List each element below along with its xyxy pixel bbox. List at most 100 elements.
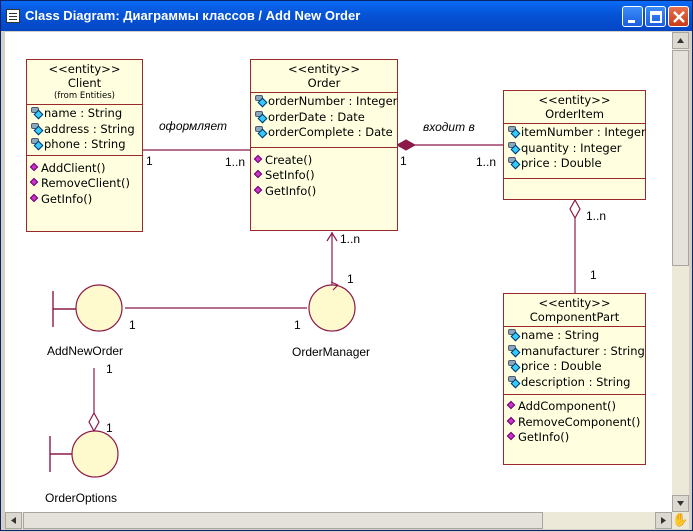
operation-icon <box>29 177 40 188</box>
stereotype: <<entity>> <box>48 62 121 76</box>
attribute[interactable]: name : String <box>504 328 645 344</box>
private-attribute-icon <box>30 107 44 120</box>
attributes-section: name : String manufacturer : String pric… <box>504 327 645 395</box>
attribute[interactable]: name : String <box>27 106 142 122</box>
vertical-scrollbar[interactable] <box>672 32 689 512</box>
arrowhead-icon <box>326 231 338 242</box>
assoc-label-order-orderitem: входит в <box>423 120 475 134</box>
horizontal-scrollbar[interactable] <box>5 512 672 529</box>
attribute[interactable]: quantity : Integer <box>504 141 645 157</box>
private-attribute-icon <box>507 329 521 342</box>
class-name: Order <box>307 76 341 90</box>
attribute[interactable]: orderComplete : Date <box>251 125 397 141</box>
object-name-addneworder[interactable]: AddNewOrder <box>47 344 124 358</box>
operation[interactable]: Create() <box>251 153 397 169</box>
private-attribute-icon <box>30 138 44 151</box>
operation-icon <box>506 400 517 411</box>
multiplicity-componentpart: 1 <box>590 268 597 282</box>
private-attribute-icon <box>507 344 521 357</box>
attributes-section: name : String address : String phone : S… <box>27 105 142 156</box>
window-title: Class Diagram: Диаграммы классов / Add N… <box>25 8 361 23</box>
operations-section: AddComponent() RemoveComponent() GetInfo… <box>504 395 645 448</box>
stereotype: <<entity>> <box>538 296 611 310</box>
class-componentpart[interactable]: <<entity>> ComponentPart name : String m… <box>503 293 646 465</box>
operation[interactable]: RemoveClient() <box>27 176 142 192</box>
attribute[interactable]: address : String <box>27 122 142 138</box>
multiplicity-addneworder: 1 <box>129 318 136 332</box>
addneworder-boundary-icon[interactable] <box>52 284 123 332</box>
class-name: OrderItem <box>545 107 604 121</box>
assoc-label-client-order: оформляет <box>159 119 227 133</box>
private-attribute-icon <box>507 157 521 170</box>
private-attribute-icon <box>254 95 268 108</box>
object-name-orderoptions[interactable]: OrderOptions <box>45 491 118 505</box>
horizontal-scroll-thumb[interactable] <box>23 512 543 529</box>
operation[interactable]: GetInfo() <box>504 430 645 446</box>
scroll-right-button[interactable] <box>655 512 672 529</box>
hand-pan-icon[interactable]: ✋ <box>672 512 689 529</box>
class-header: <<entity>> Client (from Entities) <box>27 60 142 105</box>
operation[interactable]: GetInfo() <box>251 184 397 200</box>
attribute[interactable]: description : String <box>504 375 645 391</box>
scroll-up-button[interactable] <box>672 32 689 49</box>
operation[interactable]: GetInfo() <box>27 192 142 208</box>
composition-diamond <box>395 139 417 151</box>
aggregation-diamond <box>569 198 581 220</box>
stereotype: <<entity>> <box>288 62 360 76</box>
operation-icon <box>253 185 264 196</box>
class-header: <<entity>> Order <box>251 60 397 93</box>
operation[interactable]: SetInfo() <box>251 168 397 184</box>
minimize-button[interactable] <box>622 6 643 27</box>
attribute[interactable]: manufacturer : String <box>504 344 645 360</box>
stereotype: <<entity>> <box>538 93 611 107</box>
class-name: Client <box>67 76 102 90</box>
attribute[interactable]: price : Double <box>504 156 645 172</box>
multiplicity-ordermanager: 1 <box>294 318 301 332</box>
operations-section: Create() SetInfo() GetInfo() <box>251 148 397 202</box>
multiplicity-ordermanager-link: 1 <box>347 272 354 286</box>
multiplicity-orderitem: 1..n <box>476 155 497 169</box>
private-attribute-icon <box>254 126 268 139</box>
operation[interactable]: AddClient() <box>27 161 142 177</box>
attributes-section: orderNumber : Integer orderDate : Date o… <box>251 93 397 148</box>
scroll-left-button[interactable] <box>5 512 22 529</box>
scroll-down-button[interactable] <box>672 495 689 512</box>
maximize-button[interactable] <box>645 6 666 27</box>
attribute[interactable]: orderNumber : Integer <box>251 94 397 110</box>
private-attribute-icon <box>30 122 44 135</box>
aggregation-diamond-small <box>88 411 100 433</box>
multiplicity-orderitem-side: 1..n <box>586 209 607 223</box>
orderoptions-boundary-icon[interactable] <box>49 430 119 478</box>
private-attribute-icon <box>507 126 521 139</box>
operation[interactable]: RemoveComponent() <box>504 415 645 431</box>
private-attribute-icon <box>507 360 521 373</box>
multiplicity-orderoptions: 1 <box>106 421 113 435</box>
operation-icon <box>506 416 517 427</box>
title-bar[interactable]: Class Diagram: Диаграммы классов / Add N… <box>1 1 692 31</box>
close-button[interactable] <box>668 6 689 27</box>
operation-icon <box>29 162 40 173</box>
operations-section: AddClient() RemoveClient() GetInfo() <box>27 156 142 210</box>
attribute[interactable]: phone : String <box>27 137 142 153</box>
vertical-scroll-thumb[interactable] <box>672 50 689 266</box>
diagram-canvas[interactable]: <<entity>> Client (from Entities) name :… <box>5 32 672 512</box>
operation-icon <box>253 169 264 180</box>
ordermanager-control-icon[interactable] <box>308 281 356 332</box>
class-orderitem[interactable]: <<entity>> OrderItem itemNumber : Intege… <box>503 90 646 200</box>
operation-icon <box>506 431 517 442</box>
attribute[interactable]: orderDate : Date <box>251 110 397 126</box>
attributes-section: itemNumber : Integer quantity : Integer … <box>504 124 646 179</box>
class-order[interactable]: <<entity>> Order orderNumber : Integer o… <box>250 59 398 231</box>
attribute[interactable]: price : Double <box>504 359 645 375</box>
attribute[interactable]: itemNumber : Integer <box>504 125 646 141</box>
class-name: ComponentPart <box>529 310 620 324</box>
operations-section <box>504 179 645 193</box>
multiplicity-order-side: 1 <box>400 154 407 168</box>
class-client[interactable]: <<entity>> Client (from Entities) name :… <box>26 59 143 232</box>
object-name-ordermanager[interactable]: OrderManager <box>292 345 371 359</box>
operation[interactable]: AddComponent() <box>504 399 645 415</box>
package-note: (from Entities) <box>54 91 115 101</box>
private-attribute-icon <box>507 141 521 154</box>
private-attribute-icon <box>507 375 521 388</box>
